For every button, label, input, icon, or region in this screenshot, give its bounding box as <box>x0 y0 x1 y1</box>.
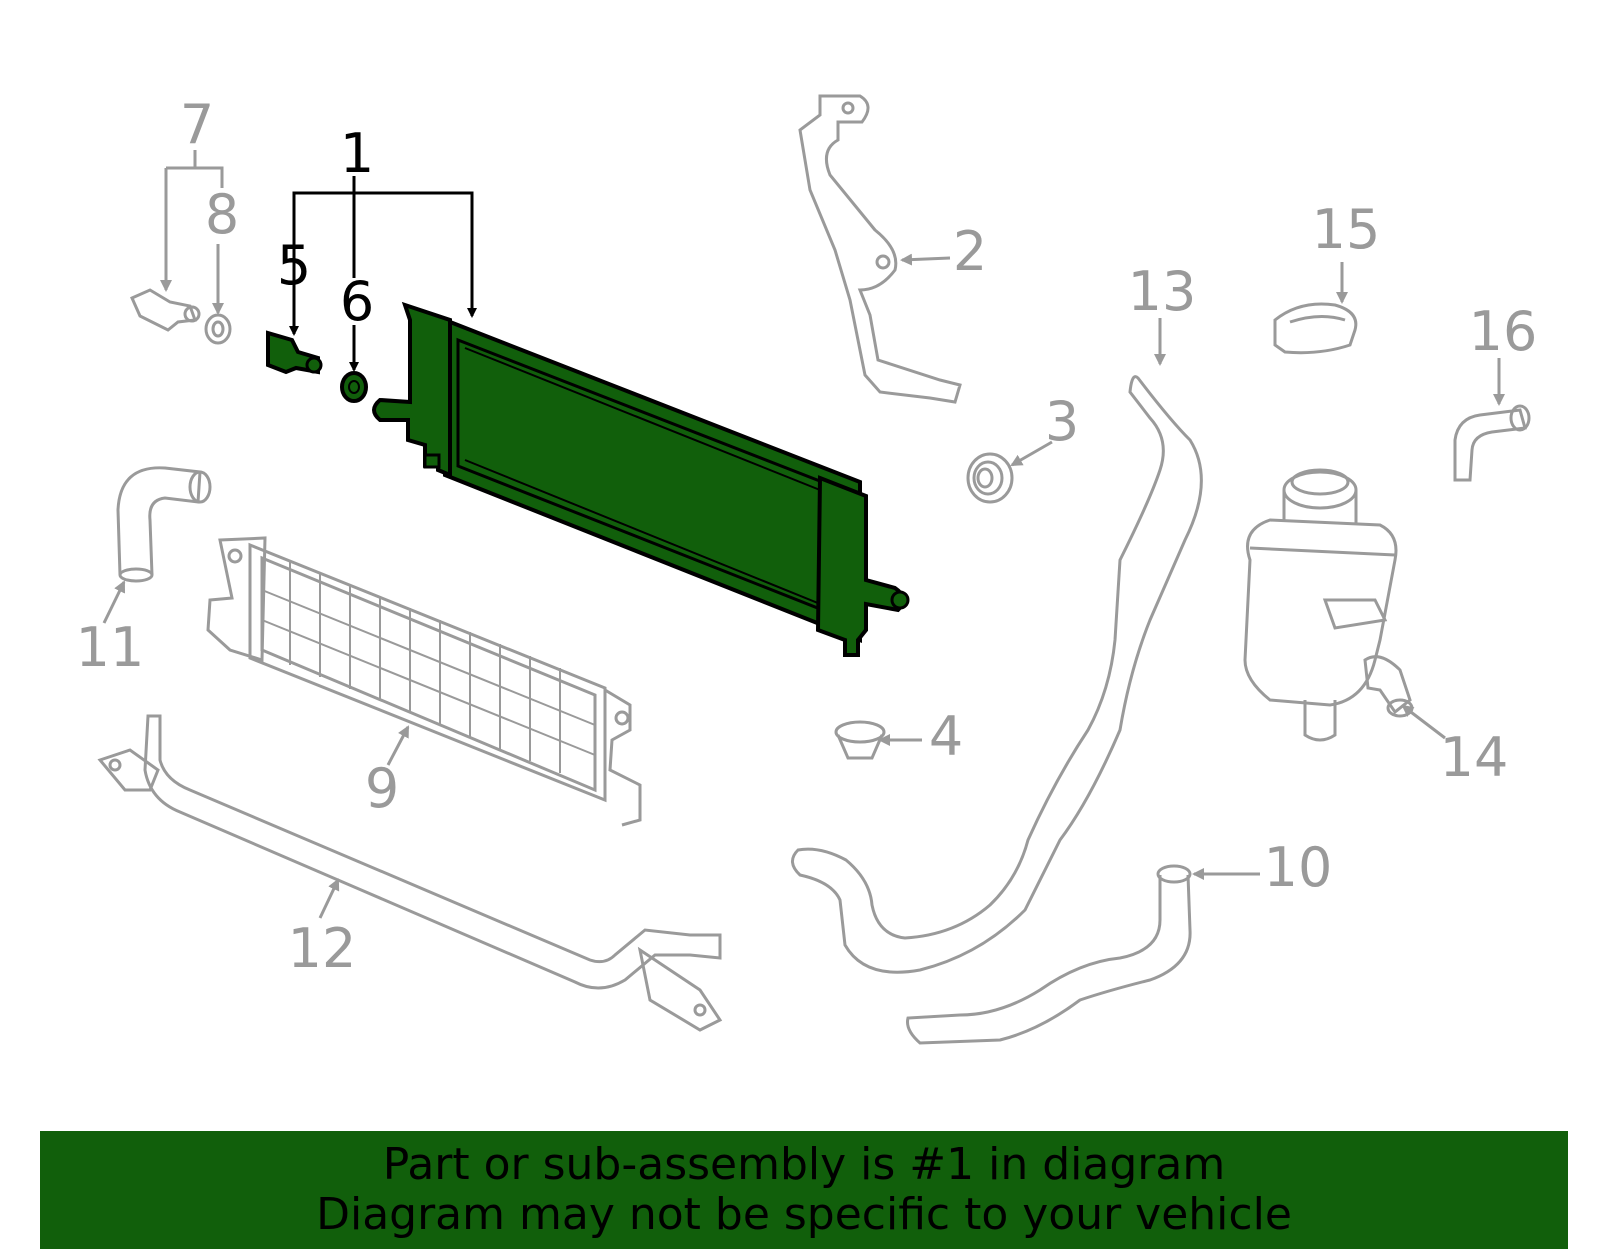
banner-line-1: Part or sub-assembly is #1 in diagram <box>382 1139 1226 1190</box>
o-ring-part-6[interactable] <box>340 371 368 403</box>
callout-9: 9 <box>365 757 399 820</box>
callout-1: 1 <box>340 122 374 185</box>
callout-8: 8 <box>205 183 239 246</box>
callout-13: 13 <box>1128 260 1197 323</box>
radiator-part-1[interactable] <box>372 301 910 657</box>
callout-11: 11 <box>76 616 145 679</box>
pipe-part-12[interactable] <box>97 714 723 1032</box>
callout-10: 10 <box>1264 836 1333 899</box>
callout-3: 3 <box>1045 390 1079 453</box>
drain-plug-part-7[interactable] <box>130 288 201 332</box>
leader-lines-black <box>289 176 477 372</box>
cap-part-15[interactable] <box>1273 302 1358 355</box>
hose-part-13[interactable] <box>791 375 1203 974</box>
callout-5: 5 <box>277 234 311 297</box>
callout-14: 14 <box>1440 726 1509 789</box>
callout-2: 2 <box>953 220 987 283</box>
callout-15: 15 <box>1312 198 1381 261</box>
banner-line-2: Diagram may not be specific to your vehi… <box>316 1189 1292 1240</box>
callout-7: 7 <box>180 93 214 156</box>
reservoir-part-14[interactable] <box>1243 468 1414 742</box>
condenser-part-9[interactable] <box>206 536 642 827</box>
gasket-part-8[interactable] <box>204 313 232 345</box>
info-banner: Part or sub-assembly is #1 in diagram Di… <box>40 1131 1568 1249</box>
callout-16: 16 <box>1469 300 1538 363</box>
hose-part-16[interactable] <box>1453 404 1531 482</box>
callout-6: 6 <box>340 270 374 333</box>
leader-lines-gray <box>102 150 1505 919</box>
drain-cock-part-5[interactable] <box>266 330 323 375</box>
bracket-part-2[interactable] <box>798 94 962 404</box>
grommet-part-3[interactable] <box>966 452 1014 504</box>
callout-4: 4 <box>929 705 963 768</box>
callout-12: 12 <box>288 917 357 980</box>
hose-part-10[interactable] <box>906 864 1192 1045</box>
clip-part-4[interactable] <box>834 720 886 760</box>
hose-part-11[interactable] <box>116 466 212 583</box>
